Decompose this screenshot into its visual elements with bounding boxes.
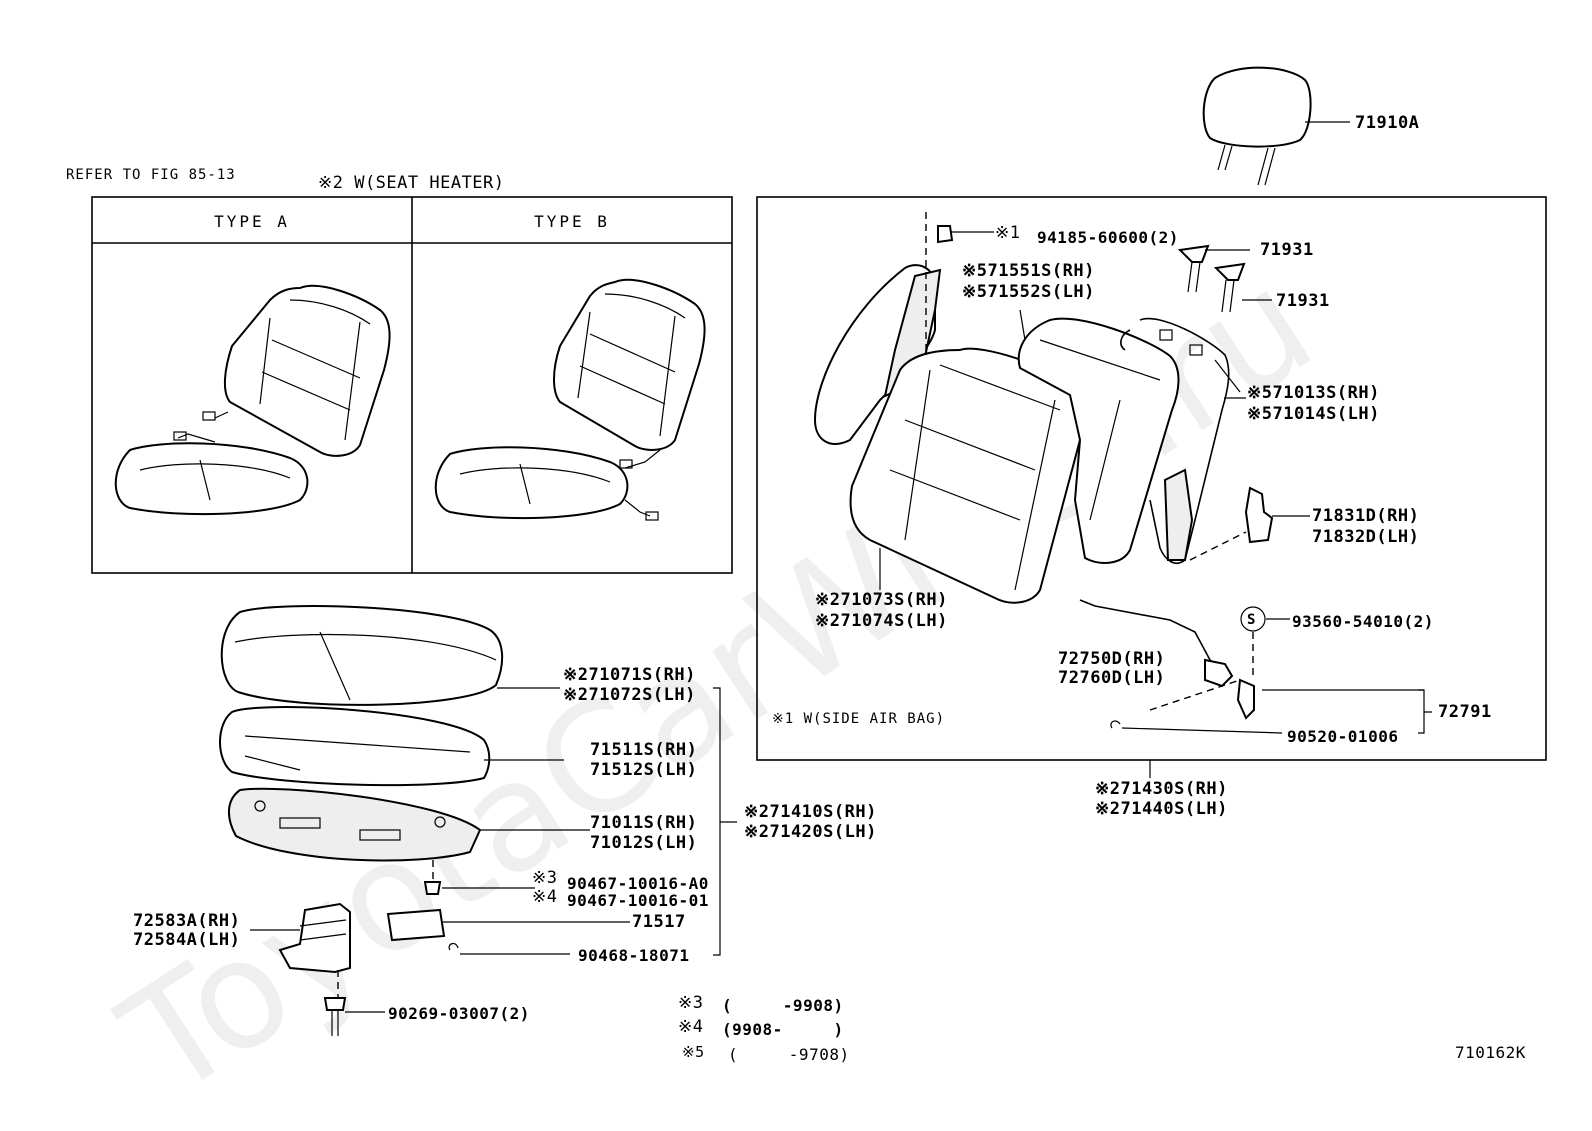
seat-heater-note: ※2 W(SEAT HEATER)	[318, 173, 505, 193]
label-back-assy-lh: ※271440S(LH)	[1095, 799, 1228, 819]
label-guide-1: 71931	[1260, 240, 1314, 260]
cushion-pad-illustration	[219, 706, 564, 787]
label-back-cover-rh: ※271073S(RH)	[815, 590, 948, 610]
recliner-rod-illustration	[1079, 599, 1432, 734]
label-guide-2: 71931	[1276, 291, 1330, 311]
label-cush-frame-rh: 71011S(RH)	[590, 813, 698, 833]
label-recliner-rod-rh: 72750D(RH)	[1058, 649, 1166, 669]
footnote-5-range: ( -9708)	[728, 1045, 850, 1064]
label-clip-back: 90520-01006	[1287, 727, 1399, 746]
seatback-pad-illustration	[1017, 317, 1180, 564]
label-headrest: 71910A	[1355, 113, 1420, 133]
type-a-seat-illustration	[114, 284, 391, 516]
clip-illustration	[423, 860, 535, 895]
type-table	[91, 196, 733, 574]
label-shield: 71517	[632, 912, 686, 932]
leader-lines-right	[879, 225, 1246, 778]
footnote-4-mark: ※4	[678, 1017, 704, 1037]
side-airbag-note: ※1 W(SIDE AIR BAG)	[772, 711, 946, 727]
label-bottom-bolt: 90269-03007(2)	[388, 1004, 530, 1023]
label-back-cover-lh: ※271074S(LH)	[815, 611, 948, 631]
type-b-header: TYPE B	[534, 212, 610, 231]
label-cush-assy-lh: ※271420S(LH)	[744, 822, 877, 842]
label-back-pad-rh: ※571551S(RH)	[962, 261, 1095, 281]
label-back-assy-rh: ※271430S(RH)	[1095, 779, 1228, 799]
type-b-seat-illustration	[434, 278, 706, 521]
footnote-5-mark: ※5	[682, 1043, 705, 1061]
footnote-3-range: ( -9908)	[722, 996, 844, 1015]
footnote-3-mark: ※3	[678, 993, 704, 1013]
footnote-4-range: (9908- )	[722, 1020, 844, 1039]
label-recliner-rod-lh: 72760D(LH)	[1058, 668, 1166, 688]
label-bracket-rh: 72583A(RH)	[133, 911, 241, 931]
label-knob: 72791	[1438, 702, 1492, 722]
type-a-header: TYPE A	[214, 212, 290, 231]
diagram-drawing	[91, 66, 1547, 1036]
cushion-assy-bracket	[713, 687, 737, 956]
seat-bracket-illustration	[250, 902, 351, 1000]
cushion-cover-illustration	[220, 605, 560, 706]
ring-illustration	[448, 942, 570, 955]
parts-diagram: ToyotaCarWiner.ru	[66, 66, 1547, 1131]
label-clip-a: 90467-10016-A0	[567, 874, 709, 893]
hinge-cover-illustration	[1189, 486, 1310, 561]
label-back-frame-rh: ※571013S(RH)	[1247, 383, 1380, 403]
label-screw: 93560-54010(2)	[1292, 612, 1434, 631]
label-cush-frame-lh: 71012S(LH)	[590, 833, 698, 853]
label-ring: 90468-18071	[578, 946, 690, 965]
label-back-frame-lh: ※571014S(LH)	[1247, 404, 1380, 424]
seatback-frame-illustration	[1120, 317, 1241, 564]
headrest-illustration	[1202, 66, 1350, 186]
headrest-guides-illustration	[1177, 244, 1272, 313]
cushion-frame-illustration	[228, 787, 590, 862]
side-airbag-module-illustration	[813, 212, 942, 445]
label-cush-pad-rh: 71511S(RH)	[590, 740, 698, 760]
label-cush-pad-lh: 71512S(LH)	[590, 760, 698, 780]
label-bolt-sab-mark: ※1	[995, 223, 1021, 243]
label-screw-mark: S	[1247, 612, 1257, 628]
label-bolt-sab: 94185-60600(2)	[1037, 228, 1179, 247]
figure-code: 710162K	[1455, 1043, 1526, 1062]
label-hinge-cover-rh: 71831D(RH)	[1312, 506, 1420, 526]
label-hinge-cover-lh: 71832D(LH)	[1312, 527, 1420, 547]
refer-note: REFER TO FIG 85-13	[66, 167, 236, 183]
label-cush-cover-lh: ※271072S(LH)	[563, 685, 696, 705]
side-airbag-box	[756, 196, 1547, 761]
bottom-bolt-illustration	[323, 997, 385, 1036]
label-back-pad-lh: ※571552S(LH)	[962, 282, 1095, 302]
label-clip-a-mark: ※3	[532, 868, 558, 888]
shield-illustration	[386, 908, 630, 942]
label-cush-cover-rh: ※271071S(RH)	[563, 665, 696, 685]
label-bracket-lh: 72584A(LH)	[133, 930, 241, 950]
label-clip-b: 90467-10016-01	[567, 891, 709, 910]
label-clip-b-mark: ※4	[532, 887, 558, 907]
label-cush-assy-rh: ※271410S(RH)	[744, 802, 877, 822]
